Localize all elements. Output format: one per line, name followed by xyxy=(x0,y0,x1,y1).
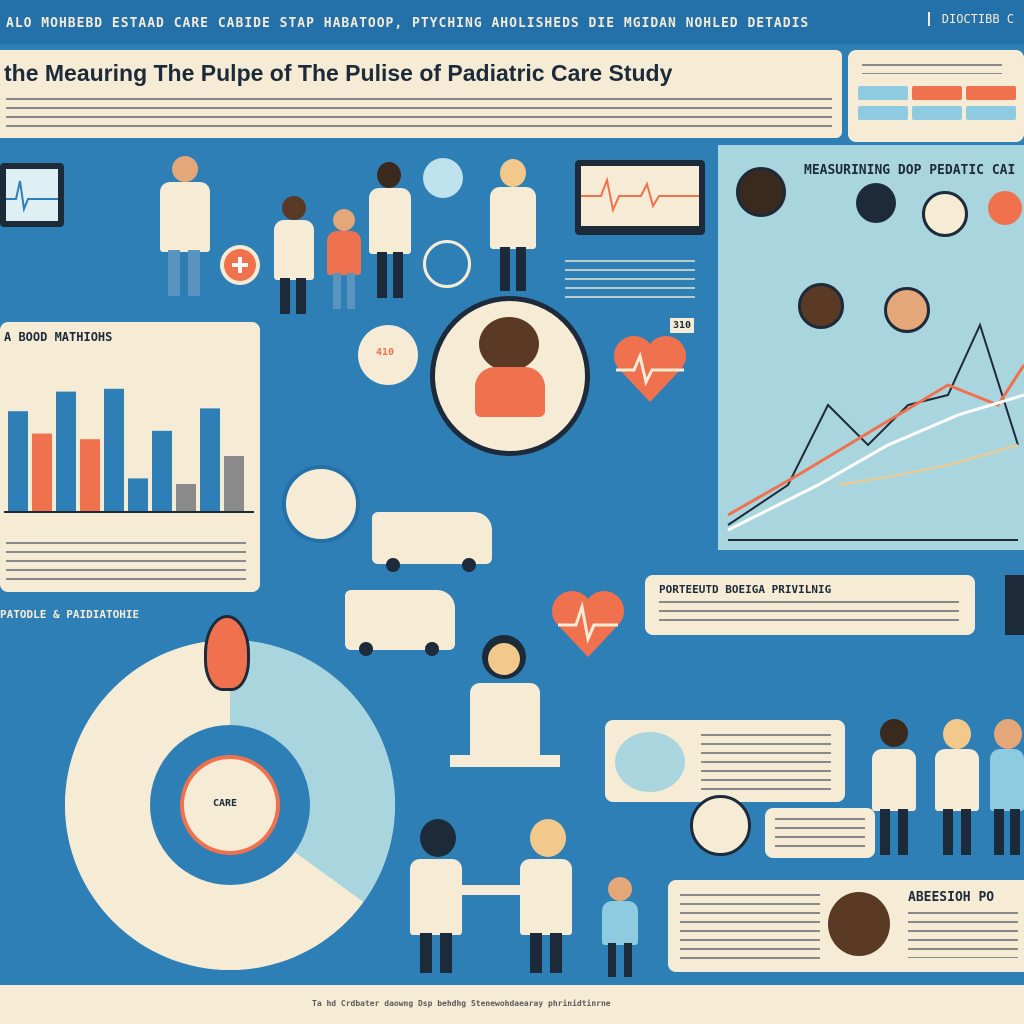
legend-box-blue-4 xyxy=(966,106,1016,120)
heart-icon xyxy=(610,330,690,410)
legend-text xyxy=(862,64,1002,74)
bar-chart-title: A BOOD MATHIOHS xyxy=(4,330,113,344)
vital-tag-circle: 410 xyxy=(358,325,418,385)
profile-panel: PORTEEUTD BOEIGA PRIVILNIG xyxy=(645,575,975,635)
bar-chart-caption xyxy=(6,542,246,582)
bar-9 xyxy=(200,408,220,512)
bar-5 xyxy=(104,388,124,512)
doctor-figure xyxy=(150,150,220,300)
bar-8 xyxy=(176,484,196,512)
line-chart xyxy=(727,322,1024,541)
legend-box-blue-3 xyxy=(912,106,962,120)
doctor-figure-4 xyxy=(870,715,920,860)
vital-icon xyxy=(423,158,463,198)
profile-text xyxy=(659,601,959,625)
legend-box-orange xyxy=(912,86,962,100)
right-chart-title: MEASURINING DOP PEDATIC CAI xyxy=(804,163,1016,178)
speech-panel-text xyxy=(775,818,865,848)
heart-icon-2 xyxy=(548,585,628,665)
doctor-figure-5 xyxy=(935,715,980,860)
center-circle-label: CARE xyxy=(213,798,238,809)
nurse-figure xyxy=(270,190,320,320)
care-donut: CARE xyxy=(65,640,395,970)
plus-badge xyxy=(220,245,260,285)
seated-doctor xyxy=(450,625,560,805)
assessment-panel: ABEESIOH PO xyxy=(668,880,1024,972)
side-left-title: PATODLE & PAIDIATOHIE xyxy=(0,608,140,621)
doctor-figure-6 xyxy=(990,715,1024,860)
assessment-detail xyxy=(908,912,1018,958)
bar-2 xyxy=(32,433,52,512)
speech-panel xyxy=(765,808,875,858)
gauge-icon xyxy=(282,465,360,543)
clock-icon xyxy=(423,240,471,288)
monitor-tag: 310 xyxy=(670,318,695,333)
handshake-doctors xyxy=(410,815,580,975)
ecg-line-icon xyxy=(581,176,699,214)
banner-text: ALO MOHBEBD ESTAAD CARE CABIDE STAP HABA… xyxy=(6,16,810,31)
bar-4 xyxy=(80,439,100,512)
assessment-text xyxy=(680,894,820,960)
legend-mini-panel xyxy=(848,50,1024,142)
bar-7 xyxy=(152,430,172,512)
ambulance-icon-2 xyxy=(345,590,455,656)
side-device xyxy=(1005,575,1024,635)
top-banner: ALO MOHBEBD ESTAAD CARE CABIDE STAP HABA… xyxy=(0,0,1024,44)
magnifier-icon xyxy=(690,795,751,856)
child-figure xyxy=(325,205,365,315)
footer-note: Ta hd Crdbater daowng Dsp behdhg Stenewo… xyxy=(312,999,611,1008)
bar-chart-panel: A BOOD MATHIOHS xyxy=(0,322,260,592)
title-paragraph xyxy=(6,98,832,128)
doctor-figure-3 xyxy=(488,155,538,295)
doctor-figure-2 xyxy=(365,158,415,303)
ecg-wave-icon xyxy=(6,180,58,213)
title-panel: the Meauring The Pulpe of The Pulise of … xyxy=(0,50,842,138)
bar-10 xyxy=(224,456,244,512)
right-chart-panel: MEASURINING DOP PEDATIC CAI xyxy=(718,145,1024,550)
bar-3 xyxy=(56,391,76,512)
legend-box-blue xyxy=(858,86,908,100)
footer: Ta hd Crdbater daowng Dsp behdhg Stenewo… xyxy=(0,985,1024,1024)
vital-tag: 410 xyxy=(376,347,395,358)
legend-box-orange-2 xyxy=(966,86,1016,100)
monitor-illustration xyxy=(0,155,70,250)
legend-box-blue-2 xyxy=(858,106,908,120)
bar-chart xyxy=(4,388,254,513)
bar-6 xyxy=(128,478,148,512)
child-figure-2 xyxy=(600,875,640,980)
info-panel xyxy=(605,720,845,802)
ecg-monitor xyxy=(575,160,705,235)
info-panel-text xyxy=(701,734,831,792)
page-title: the Meauring The Pulpe of The Pulise of … xyxy=(4,60,673,86)
child-circle xyxy=(430,296,590,456)
monitor-caption xyxy=(565,260,695,300)
bar-1 xyxy=(8,411,28,512)
ambulance-icon xyxy=(372,512,492,572)
profile-title: PORTEEUTD BOEIGA PRIVILNIG xyxy=(659,583,832,596)
stethoscope-icon xyxy=(198,615,250,695)
assessment-title: ABEESIOH PO xyxy=(908,890,995,905)
banner-right-text: DIOCTIBB C xyxy=(927,12,1014,26)
